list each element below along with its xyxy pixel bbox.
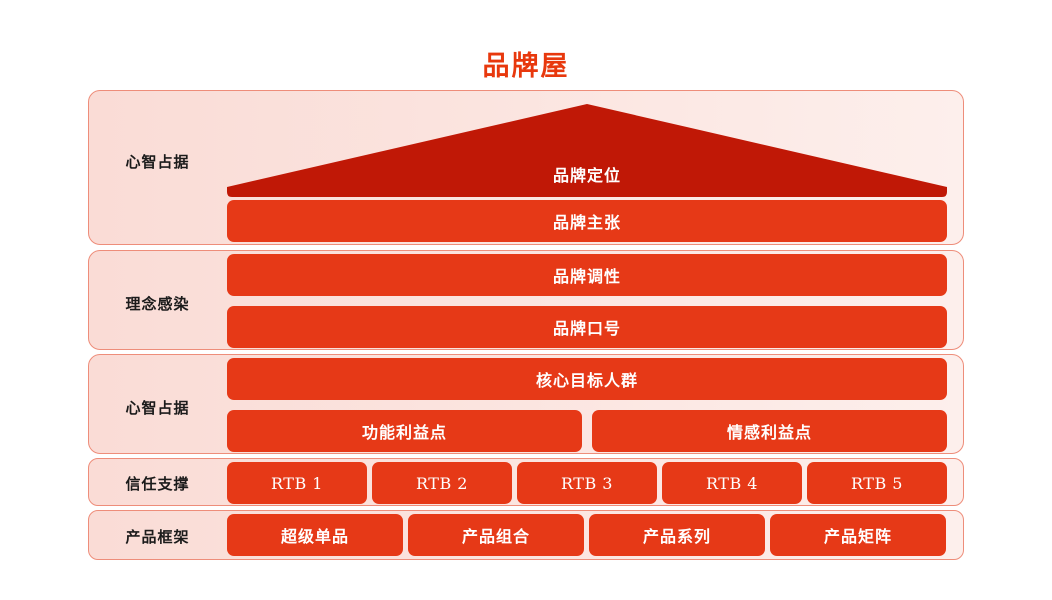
product-cell-2[interactable]: 产品组合 bbox=[408, 514, 584, 556]
row-label-mind-occupation-bottom: 心智占据 bbox=[125, 399, 190, 417]
roof-label: 品牌定位 bbox=[552, 166, 621, 185]
roof-triangle: 品牌定位 bbox=[227, 104, 947, 197]
row-label-concept-influence: 理念感染 bbox=[125, 295, 190, 313]
bar-brand-slogan[interactable]: 品牌口号 bbox=[227, 306, 947, 348]
bar-emotional-benefit[interactable]: 情感利益点 bbox=[592, 410, 947, 452]
bar-brand-claim[interactable]: 品牌主张 bbox=[227, 200, 947, 242]
row-label-trust-support: 信任支撑 bbox=[125, 475, 190, 493]
bar-brand-tone[interactable]: 品牌调性 bbox=[227, 254, 947, 296]
rtb-cell-4[interactable]: RTB 4 bbox=[662, 462, 802, 504]
rtb-row: RTB 1 RTB 2 RTB 3 RTB 4 RTB 5 bbox=[227, 462, 947, 504]
product-cell-1[interactable]: 超级单品 bbox=[227, 514, 403, 556]
product-cell-4[interactable]: 产品矩阵 bbox=[770, 514, 946, 556]
row-label-mind-occupation-top: 心智占据 bbox=[125, 153, 190, 171]
product-cell-3[interactable]: 产品系列 bbox=[589, 514, 765, 556]
bar-functional-benefit[interactable]: 功能利益点 bbox=[227, 410, 582, 452]
page-title: 品牌屋 bbox=[482, 51, 570, 82]
brand-house-diagram: 心智占据 理念感染 心智占据 信任支撑 产品框架 品牌定位 品牌主张 品牌调性 … bbox=[88, 90, 964, 560]
content-column: 品牌定位 品牌主张 品牌调性 品牌口号 核心目标人群 功能利益点 情感利益点 R… bbox=[227, 90, 964, 560]
rtb-cell-5[interactable]: RTB 5 bbox=[807, 462, 947, 504]
rtb-cell-1[interactable]: RTB 1 bbox=[227, 462, 367, 504]
row-label-product-framework: 产品框架 bbox=[125, 528, 190, 546]
rtb-cell-2[interactable]: RTB 2 bbox=[372, 462, 512, 504]
product-row: 超级单品 产品组合 产品系列 产品矩阵 bbox=[227, 514, 947, 556]
bar-core-audience[interactable]: 核心目标人群 bbox=[227, 358, 947, 400]
rtb-cell-3[interactable]: RTB 3 bbox=[517, 462, 657, 504]
